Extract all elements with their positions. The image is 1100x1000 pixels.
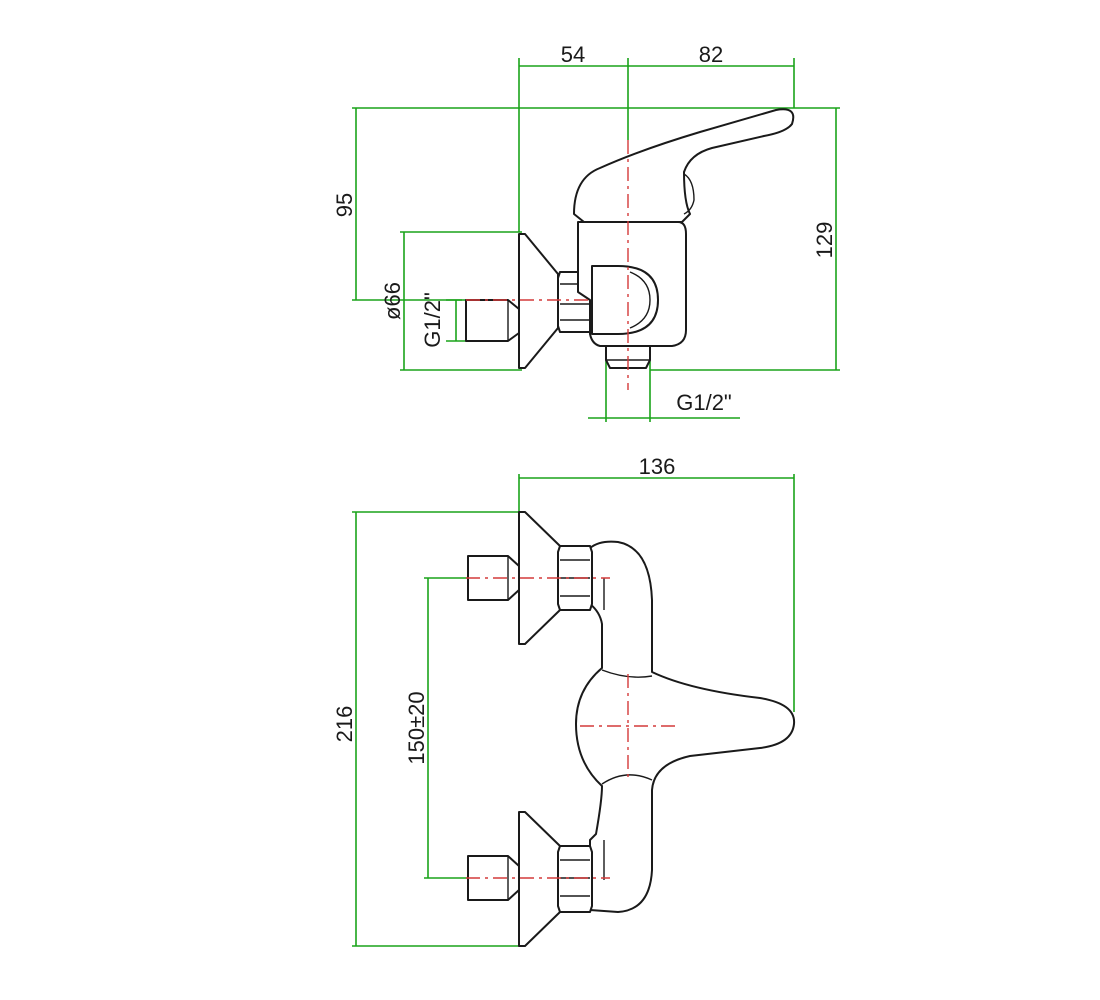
- front-bottom-hex-nut: [557, 845, 593, 913]
- side-view-mixer-body: [465, 108, 795, 369]
- front-view: 136 216 150±20: [332, 454, 796, 947]
- side-inlet-pipe: [465, 299, 520, 342]
- side-view-center-axes: [466, 140, 629, 390]
- side-wall-flange: [518, 233, 559, 369]
- front-bottom-flange: [518, 811, 561, 947]
- side-view-dimension-lines: [352, 58, 840, 422]
- dim-82: 82: [699, 42, 723, 67]
- front-view-mixer-body: [467, 511, 796, 947]
- dim-136: 136: [639, 454, 676, 479]
- side-lever-handle: [573, 108, 795, 223]
- side-view: 54 82 95 129 ø66 G1/2" G1/2": [332, 42, 840, 422]
- front-view-center-axes: [466, 577, 680, 879]
- dim-95: 95: [332, 193, 357, 217]
- dim-flange-diameter: ø66: [380, 282, 405, 320]
- dim-54: 54: [561, 42, 585, 67]
- front-view-dimension-lines: [352, 474, 795, 947]
- front-main-body: [575, 540, 796, 913]
- side-elbow: [591, 265, 659, 335]
- dim-inlet-spacing: 150±20: [404, 691, 429, 764]
- dim-inlet-thread: G1/2": [420, 292, 445, 348]
- dim-216: 216: [332, 706, 357, 743]
- dim-129: 129: [812, 222, 837, 259]
- dim-outlet-thread: G1/2": [676, 390, 732, 415]
